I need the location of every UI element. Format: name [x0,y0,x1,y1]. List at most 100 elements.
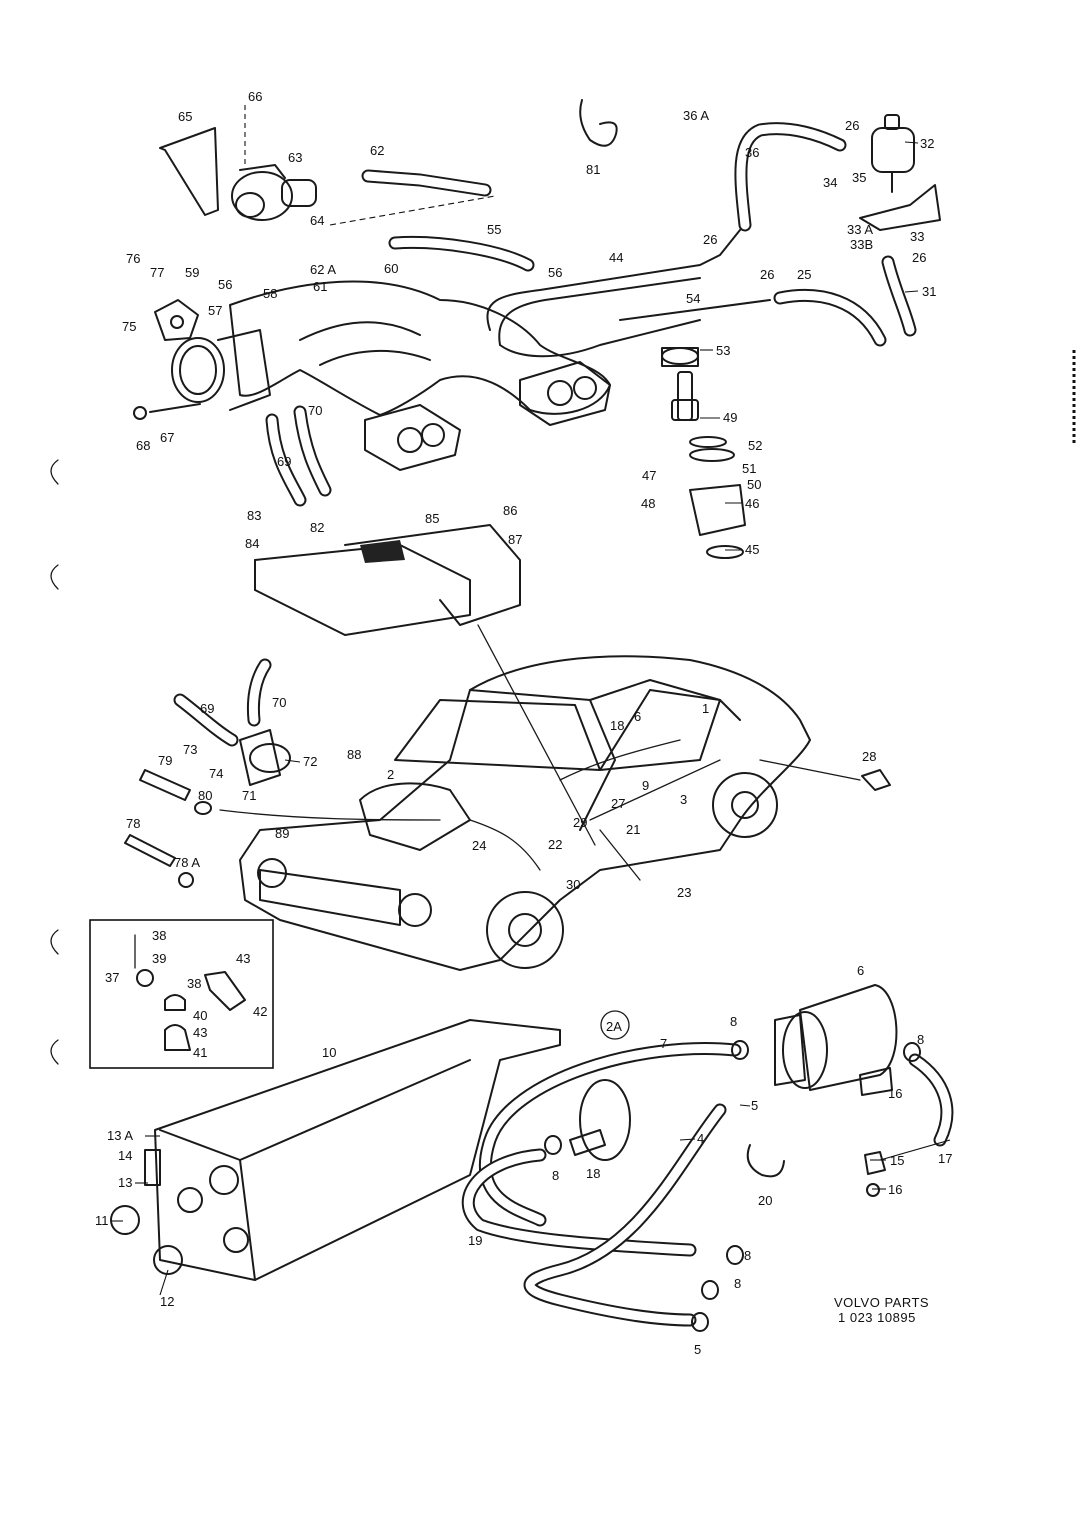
flange-72 [249,743,291,773]
car-body [219,655,891,971]
callout-13: 13 [118,1175,132,1190]
catalog-brand: VOLVO PARTS [834,1295,929,1310]
callout-53: 53 [716,343,730,358]
callout-76: 76 [126,251,140,266]
group-marker-2a: 2A [606,1019,622,1034]
callout-labels: 66 65 63 64 62 62 A 61 81 36 A 36 26 32 … [95,89,952,1357]
callout-51: 51 [742,461,756,476]
sensor-79 [139,769,191,801]
valve-71 [239,729,281,786]
callout-3: 3 [680,792,687,807]
hose-clip-81 [579,99,618,147]
callout-88: 88 [347,747,361,762]
rubber-mount-15 [864,1151,886,1175]
callout-5-a: 5 [751,1098,758,1113]
callout-43-b: 43 [193,1025,207,1040]
callout-16-b: 16 [888,1182,902,1197]
callout-86: 86 [503,503,517,518]
binder-hole-marks [50,459,59,1065]
intake-manifold-assembly [133,99,941,559]
callout-26-b: 26 [703,232,717,247]
bracket-85 [344,524,521,626]
callout-32: 32 [920,136,934,151]
callout-6-a: 6 [634,709,641,724]
callout-26-c: 26 [912,250,926,265]
callout-78: 78 [126,816,140,831]
callout-38-a: 38 [152,928,166,943]
screw-67 [149,403,201,413]
callout-2: 2 [387,767,394,782]
callout-62: 62 [370,143,384,158]
plate-75 [154,299,199,341]
fuel-pump-6 [799,984,898,1091]
callout-78a: 78 A [174,855,200,870]
callout-30: 30 [566,877,580,892]
group-marker-circle [600,1010,630,1040]
callout-61: 61 [313,279,327,294]
manifold-flange-right [519,361,611,426]
callout-28: 28 [862,749,876,764]
callout-89: 89 [275,826,289,841]
callout-14: 14 [118,1148,132,1163]
clip-20 [746,1144,785,1178]
callout-33: 33 [910,229,924,244]
fuel-pump-assembly-2a [461,984,954,1332]
callout-40: 40 [193,1008,207,1023]
callout-33b: 33B [850,237,873,252]
callout-68: 68 [136,438,150,453]
callout-55: 55 [487,222,501,237]
callout-84: 84 [245,536,259,551]
callout-69-mid: 69 [200,701,214,716]
callout-12: 12 [160,1294,174,1309]
grommet-12 [153,1245,183,1275]
callout-70-top: 70 [308,403,322,418]
callout-17: 17 [938,1151,952,1166]
callout-74: 74 [209,766,223,781]
callout-39: 39 [152,951,166,966]
callout-9: 9 [642,778,649,793]
callout-26-d: 26 [760,267,774,282]
callout-8-c: 8 [552,1168,559,1183]
callout-85: 85 [425,511,439,526]
manifold-flange-left [364,404,461,471]
callout-73: 73 [183,742,197,757]
callout-36: 36 [745,145,759,160]
callout-43-a: 43 [236,951,250,966]
auxiliary-air-valve-63 [231,164,317,221]
callout-41: 41 [193,1045,207,1060]
callout-20: 20 [758,1193,772,1208]
callout-38-b: 38 [187,976,201,991]
callout-81: 81 [586,162,600,177]
callout-34: 34 [823,175,837,190]
callout-21: 21 [626,822,640,837]
washer-80 [194,801,212,815]
callout-16-a: 16 [888,1086,902,1101]
callout-77: 77 [150,265,164,280]
callout-18-a: 18 [610,718,624,733]
callout-1: 1 [702,701,709,716]
callout-44: 44 [609,250,623,265]
nut-16 [866,1183,880,1197]
callout-22: 22 [548,837,562,852]
control-unit-82 [254,544,471,636]
callout-8-b: 8 [917,1032,924,1047]
callout-33a: 33 A [847,222,873,237]
callout-6-b: 6 [857,963,864,978]
injector-49 [661,347,746,559]
callout-63: 63 [288,150,302,165]
callout-18-b: 18 [586,1166,600,1181]
callout-67: 67 [160,430,174,445]
bracket-13 [144,1149,161,1186]
callout-64: 64 [310,213,324,228]
callout-4: 4 [697,1131,704,1146]
part-28 [861,769,891,791]
callout-50: 50 [747,477,761,492]
callout-79: 79 [158,753,172,768]
callout-24: 24 [472,838,486,853]
callout-36a: 36 A [683,108,709,123]
control-unit-assembly [254,524,596,846]
callout-80: 80 [198,788,212,803]
leader-lines [112,141,951,1296]
callout-66: 66 [248,89,262,104]
callout-58: 58 [263,286,277,301]
